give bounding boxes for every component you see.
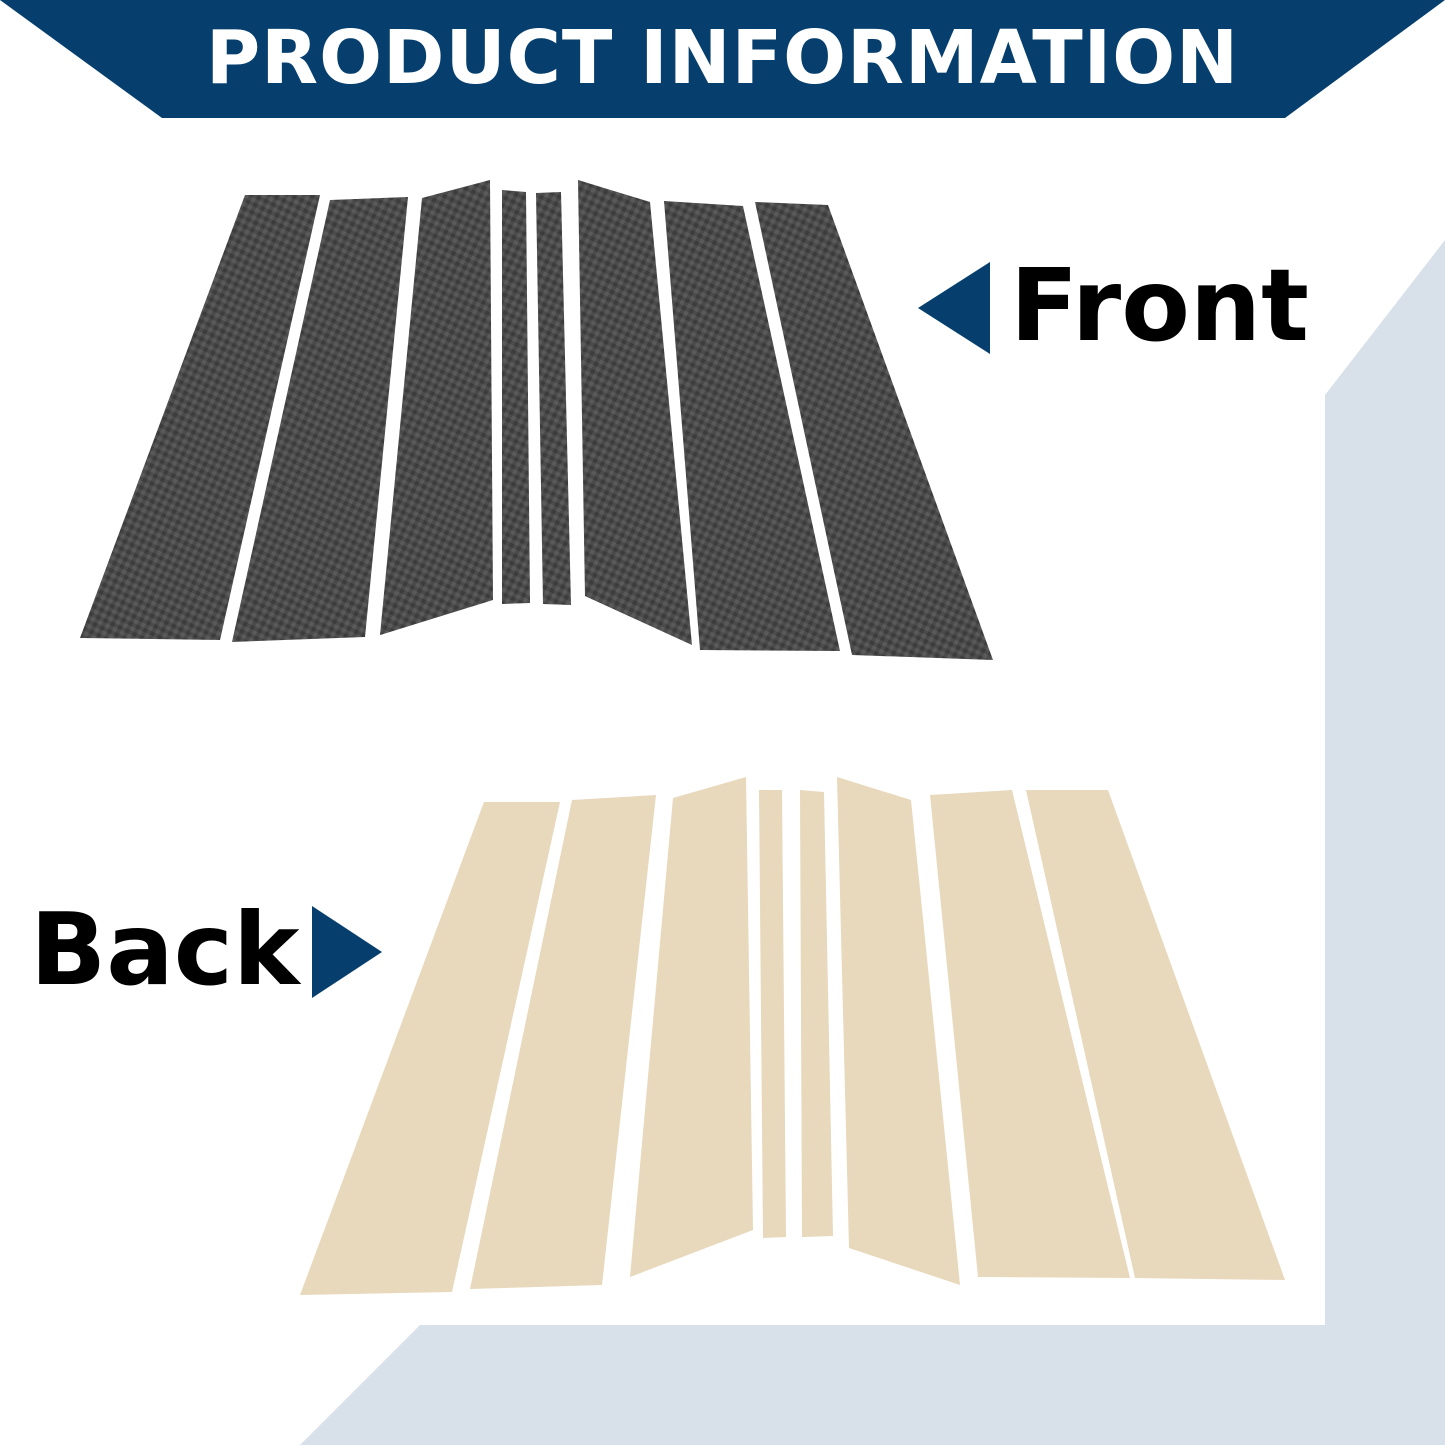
back-strip-2 (470, 795, 656, 1289)
front-strip-8 (755, 202, 993, 660)
back-strip-5 (800, 790, 833, 1237)
back-strip-4 (759, 790, 786, 1238)
back-strip-set (300, 777, 1285, 1295)
back-label: Back (30, 891, 300, 1008)
front-label: Front (1010, 247, 1309, 364)
back-strip-1 (300, 802, 560, 1295)
front-strip-4 (502, 190, 530, 604)
back-strip-7 (930, 790, 1130, 1278)
front-strip-2 (232, 197, 408, 642)
front-strip-set (80, 180, 993, 660)
front-strip-5 (536, 192, 571, 605)
page-title: PRODUCT INFORMATION (205, 15, 1240, 101)
back-strip-8 (1026, 790, 1285, 1280)
front-arrow-icon (918, 262, 990, 354)
header-banner (0, 0, 1445, 118)
back-strip-3 (630, 777, 753, 1277)
front-strip-1 (80, 195, 320, 640)
back-arrow-icon (312, 906, 382, 998)
front-strip-3 (380, 180, 493, 635)
front-strip-6 (578, 180, 692, 645)
front-strip-7 (664, 201, 840, 651)
back-strip-6 (837, 777, 960, 1285)
background-accent-shape (300, 240, 1445, 1445)
